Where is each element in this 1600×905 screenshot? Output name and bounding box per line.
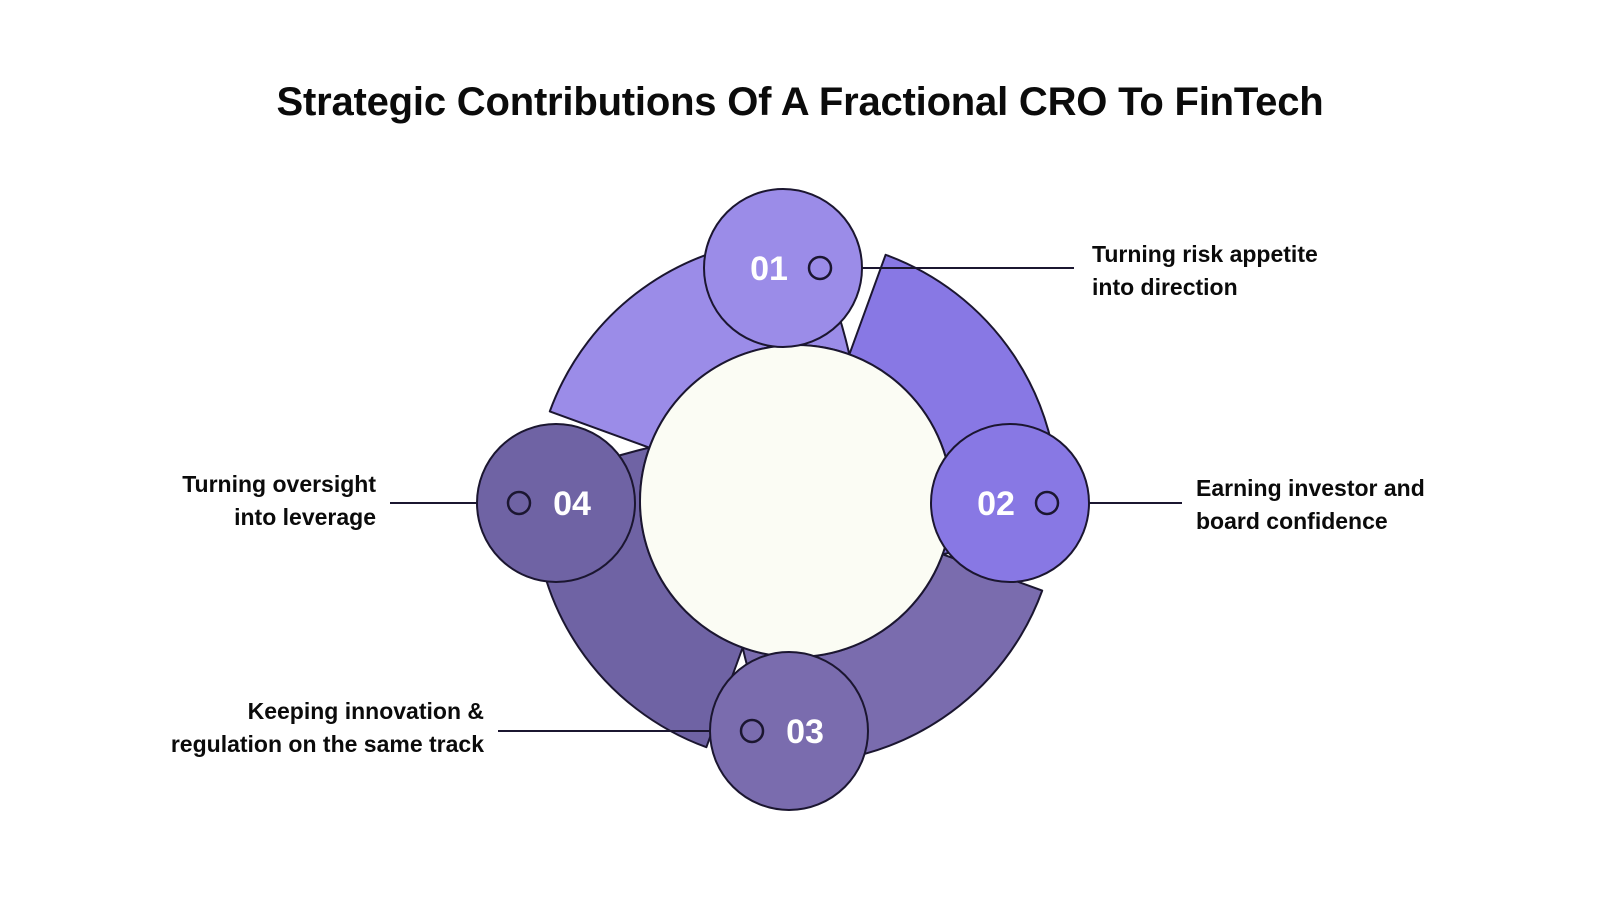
step-number-02: 02 <box>977 485 1015 523</box>
callout-label-01: Turning risk appetite into direction <box>1092 241 1318 301</box>
step-number-03: 03 <box>786 713 824 751</box>
connector-dot-03[interactable] <box>739 718 765 744</box>
callout-label-02: Earning investor and board confidence <box>1196 475 1425 535</box>
page-title: Strategic Contributions Of A Fractional … <box>276 80 1324 124</box>
step-badge-01[interactable] <box>703 188 863 348</box>
callout-label-04: Turning oversight into leverage <box>182 471 376 531</box>
step-number-01: 01 <box>750 250 788 288</box>
connector-dot-02[interactable] <box>1034 490 1060 516</box>
badge-group: 01 02 03 04 <box>476 188 1090 811</box>
connector-dot-01[interactable] <box>807 255 833 281</box>
callout-label-03: Keeping innovation & regulation on the s… <box>170 698 484 758</box>
step-badge-03[interactable] <box>709 651 869 811</box>
step-badge-04[interactable] <box>476 423 636 583</box>
connector-dot-group <box>506 255 1060 744</box>
center-disc <box>639 344 953 658</box>
connector-dot-04[interactable] <box>506 490 532 516</box>
step-badge-02[interactable] <box>930 423 1090 583</box>
step-number-04: 04 <box>553 485 591 523</box>
